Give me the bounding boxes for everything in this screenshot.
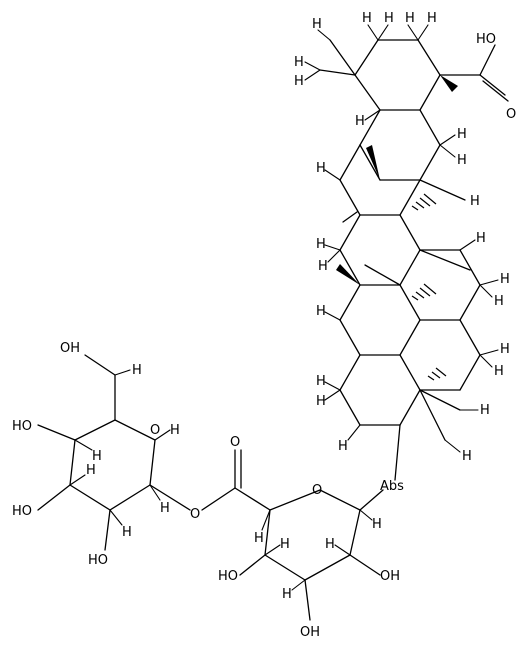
atom-o-carbonyl: O [230,435,240,450]
atom-h: H [316,161,326,176]
atom-oh: OH [300,625,320,640]
atom-h: H [316,237,326,252]
atom-h: H [294,74,304,89]
atom-ho: HO [218,569,238,584]
atom-h: H [476,231,486,246]
atom-h: H [457,127,467,142]
atom-labels: H H H H H H H H HO O H H H H H H H H H H… [12,11,516,640]
atom-h: H [254,531,264,546]
atom-o-ring: O [150,423,160,438]
atom-h: H [280,537,290,552]
atom-abs: Abs [380,479,404,494]
atom-o-ring: O [312,483,322,498]
atom-h: H [325,537,335,552]
atom-ho: HO [12,419,32,434]
atom-h: H [480,403,490,418]
atom-o-carbonyl: O [506,107,516,122]
atom-h: H [427,11,437,26]
atom-ho: HO [88,553,108,568]
stereo-bonds [336,75,458,381]
atom-o-ester: O [190,507,200,522]
atom-h: H [318,259,328,274]
atom-h: H [132,363,142,378]
atom-h: H [92,449,102,464]
atom-h: H [312,17,322,32]
atom-h: H [372,517,382,532]
atom-h: H [294,55,304,70]
atom-h: H [86,463,96,478]
atom-h: H [457,153,467,168]
atom-h: H [462,449,472,464]
atom-h: H [170,423,180,438]
atom-h: H [316,374,326,389]
explicit-hydrogen-bonds [69,24,499,591]
atom-h: H [500,272,510,287]
glucose-ring [37,354,191,551]
atom-h: H [355,114,365,129]
atom-h: H [160,501,170,516]
atom-h: H [282,587,292,602]
atom-ho: HO [12,504,32,519]
atom-h: H [494,364,504,379]
atom-oh: OH [380,569,400,584]
triterpene-skeleton [319,39,509,441]
atom-h: H [316,304,326,319]
atom-h: H [470,194,480,209]
glucuronide-ring [201,424,401,621]
atom-h: H [122,525,132,540]
atom-h: H [500,342,510,357]
atom-h: H [405,11,415,26]
atom-h: H [338,439,348,454]
atom-oh: OH [60,341,80,356]
atom-ho-acid: HO [476,32,496,47]
atom-h: H [316,394,326,409]
atom-h: H [362,11,372,26]
atom-h: H [384,11,394,26]
atom-h: H [494,294,504,309]
